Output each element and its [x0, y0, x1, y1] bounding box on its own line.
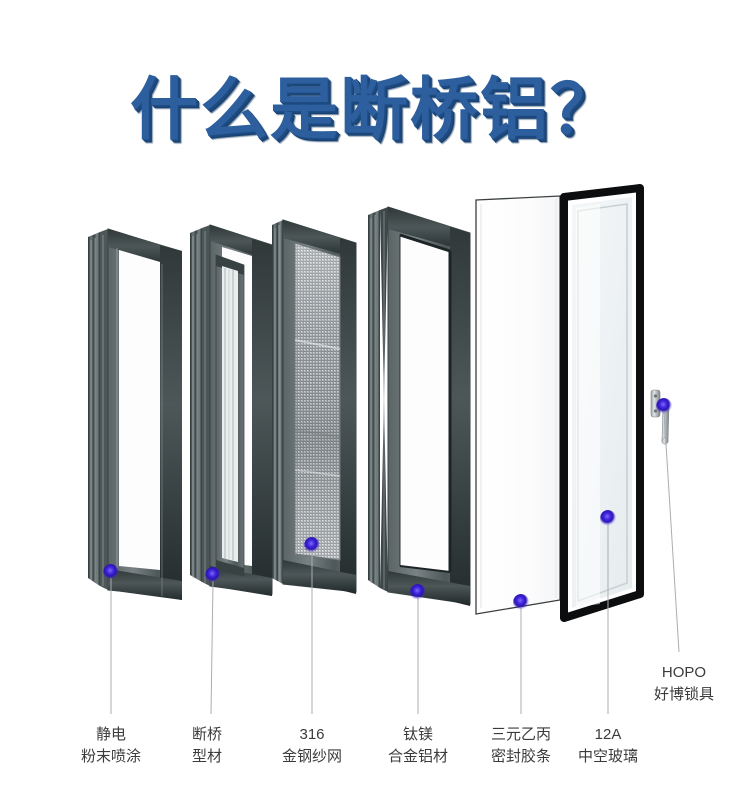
- leader-line-2: [210, 580, 214, 715]
- marker-dot-1: [103, 564, 119, 580]
- layer-label-4: 钛镁 合金铝材: [388, 724, 448, 768]
- layer-label-1: 静电 粉末喷涂: [81, 724, 141, 768]
- layer-label-1-line1: 静电: [95, 726, 127, 743]
- layer-epdm-seal-strip: [475, 195, 561, 615]
- layer-label-4-line1: 钛镁: [402, 726, 434, 743]
- marker-dots: [103, 398, 672, 610]
- layer-ti-mg-alloy-frame: [368, 206, 471, 606]
- layer-label-7-line2: 好博锁具: [653, 686, 715, 703]
- layer-label-2: 断桥 型材: [192, 724, 222, 768]
- layer-thermal-break-profile: [190, 224, 273, 596]
- layer-label-5: 三元乙丙 密封胶条: [491, 724, 551, 768]
- marker-dot-3: [304, 537, 320, 553]
- marker-dot-4: [410, 584, 426, 600]
- layer-label-1-line2: 粉末喷涂: [80, 748, 142, 765]
- layer-electrostatic-powder-coating-frame: [88, 228, 182, 600]
- layer-window-handle-hardware: [650, 389, 670, 445]
- layer-label-3: 316 金钢纱网: [282, 724, 342, 768]
- layer-label-6: 12A 中空玻璃: [578, 724, 638, 768]
- layer-label-3-line2: 金钢纱网: [281, 748, 343, 765]
- leader-line-7: [663, 411, 680, 653]
- layer-label-7: HOPO 好博锁具: [654, 662, 714, 706]
- layer-stainless-insect-screen: [272, 219, 357, 594]
- layer-label-6-line1: 12A: [594, 726, 622, 743]
- layer-insulated-glass: [560, 184, 644, 622]
- layer-label-3-line1: 316: [299, 726, 325, 743]
- marker-dot-5: [513, 594, 529, 610]
- layer-label-7-line1: HOPO: [661, 664, 707, 681]
- marker-dot-2: [205, 567, 221, 583]
- layer-label-4-line2: 合金铝材: [387, 748, 449, 765]
- leader-lines: [110, 411, 680, 715]
- layer-label-2-line2: 型材: [191, 748, 223, 765]
- layer-label-2-line1: 断桥: [191, 726, 223, 743]
- layer-label-5-line2: 密封胶条: [490, 748, 552, 765]
- layer-label-5-line1: 三元乙丙: [490, 726, 552, 743]
- marker-dot-7: [656, 398, 672, 414]
- layer-label-6-line2: 中空玻璃: [577, 748, 639, 765]
- marker-dot-6: [600, 510, 616, 526]
- page-title: 什么是断桥铝？: [129, 72, 620, 148]
